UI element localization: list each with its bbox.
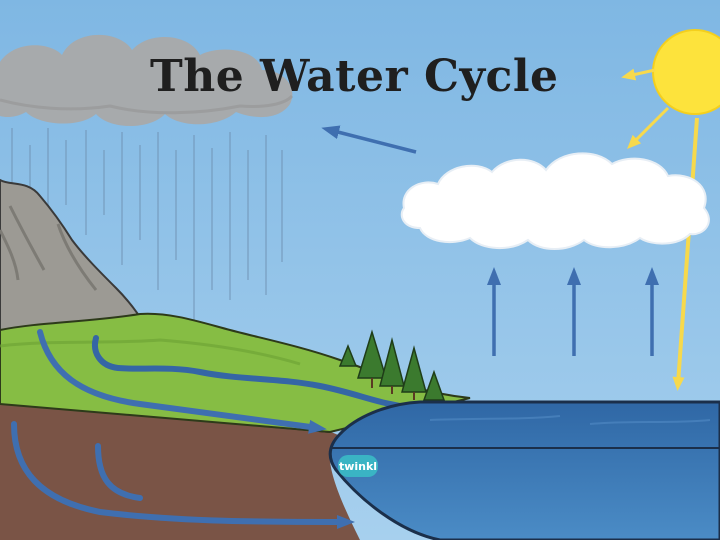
- page-title: The Water Cycle: [150, 50, 580, 104]
- sea-icon: [330, 402, 720, 540]
- brand-badge: twinkl: [338, 455, 378, 477]
